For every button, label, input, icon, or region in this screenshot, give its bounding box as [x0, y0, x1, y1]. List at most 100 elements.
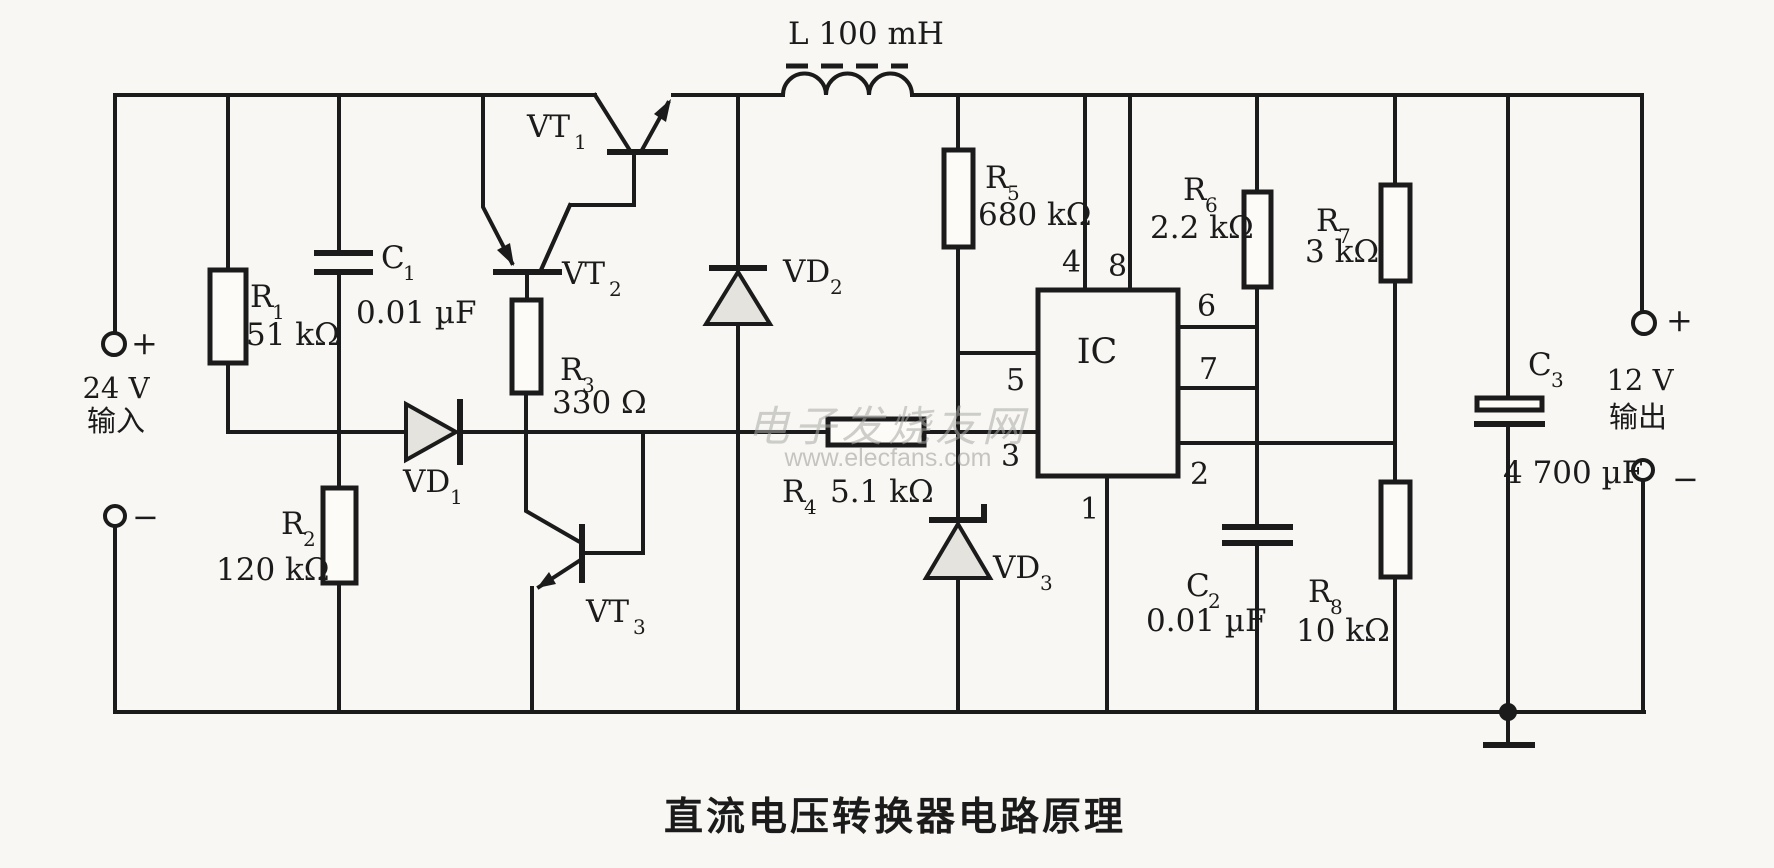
ic-pin5-number: 5	[1006, 363, 1025, 398]
c2-label-sub: 2	[1208, 589, 1221, 613]
c3-label-sub: 3	[1551, 368, 1564, 392]
r1-branch	[226, 93, 408, 434]
vt3-label-sub: 3	[633, 615, 646, 639]
c3-positive-plate	[1474, 395, 1545, 413]
ic-body	[1035, 287, 1181, 479]
vd2-label-sub: 2	[830, 275, 843, 299]
r3-value: 330 Ω	[552, 385, 647, 421]
resistor-r1: R 1 51 kΩ	[207, 267, 340, 366]
input-voltage: 24 V	[82, 371, 150, 405]
vt3-base-wire	[582, 430, 645, 555]
diode-vd2: VD 2	[702, 254, 843, 326]
r7-label-sub: 7	[1338, 224, 1351, 248]
transistor-vt1: VT 1	[526, 99, 671, 155]
r5-label-sub: 5	[1007, 181, 1020, 205]
resistor-r6: R 6 2.2 kΩ	[1150, 172, 1274, 290]
resistor-r5: R 5 680 kΩ	[941, 147, 1092, 250]
vt1-label-sub: 1	[574, 130, 587, 154]
r1-body	[207, 267, 249, 366]
capacitor-c3-electrolytic: C 3 4 700 µF	[1474, 347, 1643, 491]
inductor-l: L 100 mH	[780, 16, 944, 98]
input-plus-sign: +	[131, 324, 158, 362]
input-plus-terminal	[101, 331, 127, 357]
r8-label: R	[1308, 574, 1333, 610]
resistor-r7: R 7 3 kΩ	[1305, 182, 1413, 284]
diode-vd3-zener: VD 3	[922, 504, 1053, 595]
r6-body	[1241, 189, 1274, 290]
output-port: + − 12 V 输出	[1606, 301, 1698, 498]
input-label: 输入	[87, 404, 145, 438]
r2-value: 120 kΩ	[216, 552, 330, 588]
c2-label: C	[1186, 568, 1210, 604]
capacitor-c2: C 2 0.01 µF	[1146, 524, 1293, 639]
output-plus-sign: +	[1666, 301, 1693, 339]
vt2-emitter-wire	[481, 93, 515, 266]
resistor-r8: R 8 10 kΩ	[1296, 479, 1413, 649]
r2-label: R	[281, 506, 306, 542]
ic-block: IC 4 8 5 3 6 7 2 1	[1001, 245, 1218, 527]
ic-label: IC	[1077, 332, 1118, 372]
vt2-label-sub: 2	[609, 277, 622, 301]
inductor-coil	[780, 71, 915, 98]
resistor-r2: R 2 120 kΩ	[216, 485, 359, 588]
vt1-emitter-arrow-icon	[654, 99, 671, 122]
output-plus-terminal	[1631, 310, 1657, 336]
ic-pin2-number: 2	[1190, 457, 1209, 492]
watermark-url: www.elecfans.com	[783, 444, 991, 472]
r8-body	[1378, 479, 1413, 580]
r3-label: R	[560, 352, 585, 388]
vt3-emitter-arrow-icon	[537, 572, 556, 588]
transistor-vt3: VT 3	[537, 524, 646, 639]
ic-pin6-number: 6	[1197, 289, 1216, 324]
r2-label-sub: 2	[303, 527, 316, 551]
r5-value: 680 kΩ	[978, 197, 1092, 233]
r1-value: 51 kΩ	[246, 317, 340, 353]
vt1-base-wire	[538, 153, 636, 273]
r4-body	[825, 416, 927, 448]
r1-label: R	[250, 279, 275, 315]
r4-value: 5.1 kΩ	[830, 474, 934, 510]
vd1-label: VD	[402, 464, 450, 500]
r7-label: R	[1316, 203, 1341, 239]
ic-pin1-number: 1	[1080, 492, 1099, 527]
inductor-label: L 100 mH	[788, 16, 944, 52]
vd2-label: VD	[782, 254, 830, 290]
input-port: + − 24 V 输入	[82, 324, 158, 536]
vt3-collector-wire	[524, 391, 581, 544]
input-minus-sign: −	[132, 498, 159, 536]
resistor-r3: R 3 330 Ω	[509, 297, 647, 421]
wires	[113, 92, 1646, 714]
c3-value: 4 700 µF	[1503, 455, 1643, 491]
output-voltage: 12 V	[1606, 363, 1674, 397]
watermark-name: 电子发烧友网	[747, 403, 1029, 450]
r5-label: R	[985, 160, 1010, 196]
c1-plates	[314, 250, 373, 275]
capacitor-c1: C 1 0.01 µF	[314, 240, 477, 331]
figure-caption: 直流电压转换器电路原理	[664, 796, 1126, 839]
output-minus-sign: −	[1672, 460, 1699, 498]
r3-body	[509, 297, 544, 396]
resistor-r4: R 4 5.1 kΩ	[782, 416, 934, 519]
ic-pin4-number: 4	[1062, 245, 1081, 280]
output-label: 输出	[1609, 400, 1667, 434]
c2-value: 0.01 µF	[1146, 603, 1267, 639]
vd3-triangle	[922, 520, 994, 580]
r4-label-sub: 4	[804, 495, 817, 519]
vd3-label: VD	[992, 550, 1040, 586]
c1-label-sub: 1	[403, 261, 416, 285]
r2-body	[320, 485, 359, 586]
c1-label: C	[381, 240, 405, 276]
ic-pin7-number: 7	[1199, 352, 1218, 387]
vt1-label: VT	[526, 109, 570, 145]
r7-body	[1378, 182, 1413, 284]
r1-label-sub: 1	[272, 300, 285, 324]
r7-value: 3 kΩ	[1305, 234, 1379, 270]
vd1-label-sub: 1	[450, 485, 463, 509]
vd1-triangle	[404, 400, 461, 464]
vt2-collector-wire	[538, 202, 573, 273]
diode-vd1: VD 1	[402, 399, 463, 509]
vd3-cathode-bar	[929, 504, 987, 523]
r5-body	[941, 147, 976, 250]
